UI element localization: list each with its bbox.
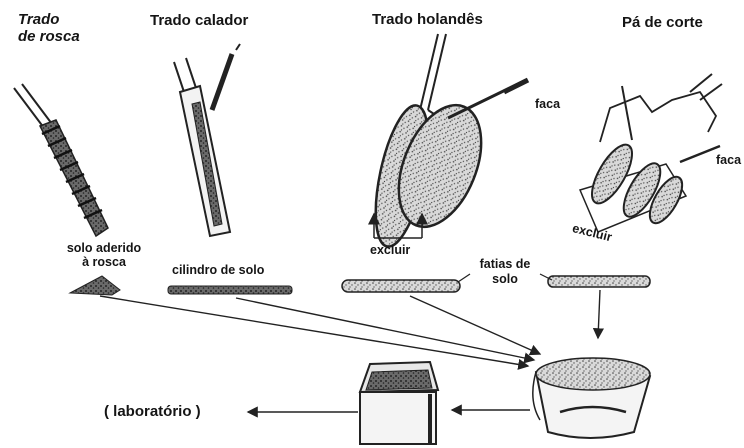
label-trado-rosca-line1: Trado: [18, 11, 60, 28]
label-solo-aderido-line1: solo aderido: [66, 241, 142, 255]
screw-auger-illustration: [13, 83, 109, 238]
label-fatias-line2: solo: [492, 272, 518, 286]
spade-illustration: [578, 73, 723, 233]
label-fatias-line1: fatias de: [479, 257, 531, 271]
label-faca-spade: faca: [716, 153, 742, 167]
dutch-auger-illustration: [368, 33, 530, 248]
soil-cylinder-sample: [167, 285, 293, 295]
label-cilindro-de-solo: cilindro de solo: [172, 263, 265, 277]
label-trado-holandes: Trado holandês: [372, 11, 483, 28]
label-pa-de-corte: Pá de corte: [622, 14, 703, 31]
soil-slice-left: [341, 279, 461, 293]
sample-box-illustration: [358, 360, 440, 445]
soil-slice-right: [547, 275, 651, 288]
soil-adhered-pile: [68, 275, 121, 296]
flow-arrows: [99, 289, 605, 418]
label-solo-aderido-line2: à rosca: [82, 255, 126, 269]
label-laboratorio: ( laboratório ): [104, 403, 201, 420]
label-excluir-dutch: excluir: [370, 243, 411, 257]
label-trado-rosca-line2: de rosca: [18, 28, 80, 45]
bucket-illustration: [532, 357, 652, 439]
label-trado-calador: Trado calador: [150, 12, 249, 29]
tube-auger-illustration: [173, 43, 241, 238]
label-faca-dutch: faca: [535, 97, 561, 111]
